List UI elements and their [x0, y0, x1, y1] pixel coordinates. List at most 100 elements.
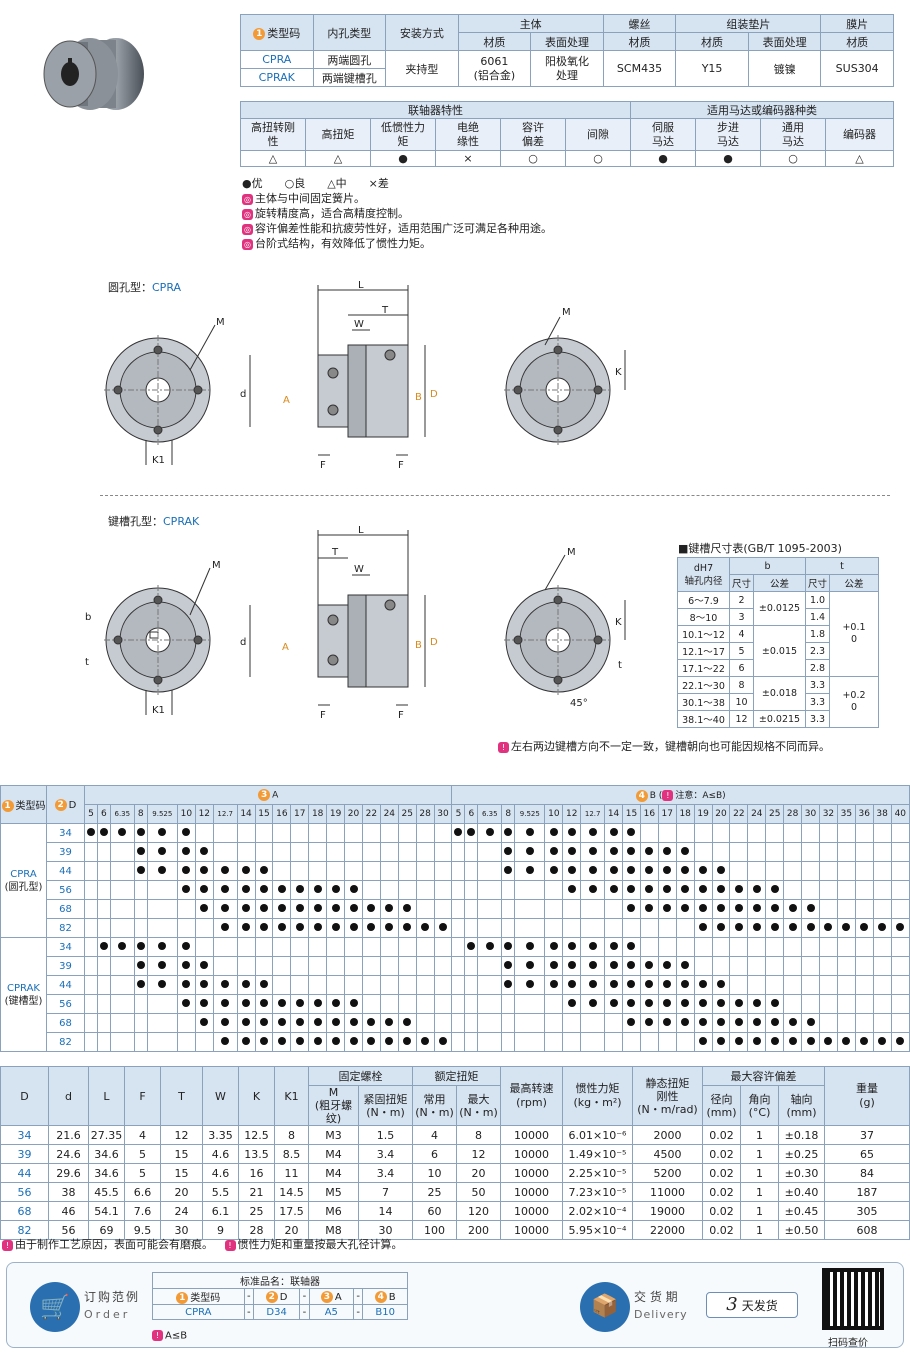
- b-cell: [783, 994, 803, 1014]
- svg-text:K1: K1: [152, 455, 165, 466]
- b-cell: [562, 975, 582, 995]
- b-cell: [854, 1013, 874, 1033]
- available-dot: [182, 941, 191, 950]
- b-cell: [562, 956, 582, 976]
- a-cell: [176, 975, 196, 995]
- a-cell: [308, 823, 328, 843]
- key-t: 3.3: [805, 693, 830, 711]
- available-dot: [349, 1017, 358, 1026]
- b-cell: [464, 842, 479, 862]
- a-cell: [344, 861, 363, 881]
- a-cell: [272, 1013, 292, 1033]
- note-icon: !: [498, 741, 509, 753]
- spec-cell: 8: [456, 1125, 501, 1145]
- b-cell: [562, 823, 582, 843]
- available-dot: [734, 922, 743, 931]
- round-type-title: 圆孔型：CPRA: [108, 281, 182, 294]
- a-cell: [326, 918, 346, 938]
- b-cell: [765, 823, 785, 843]
- spec-cell: M4: [308, 1144, 359, 1164]
- b-cell: [890, 1013, 910, 1033]
- key-b: 8: [729, 676, 754, 694]
- spec-cell: 54.1: [88, 1201, 125, 1221]
- b-cell: [801, 899, 820, 919]
- a-cell: [133, 975, 148, 995]
- a-cell: [194, 918, 214, 938]
- a-cell: [84, 880, 98, 900]
- available-dot: [770, 884, 779, 893]
- rating: ●: [370, 150, 436, 167]
- available-dot: [242, 998, 251, 1007]
- b-cell: [580, 880, 606, 900]
- b-cell: [818, 842, 838, 862]
- b-size: 17: [657, 804, 677, 824]
- char-group-title: 联轴器特性: [240, 101, 631, 119]
- available-dot: [806, 1017, 815, 1026]
- b-cell: [765, 975, 785, 995]
- svg-text:F: F: [320, 710, 326, 721]
- b-cell: [451, 994, 466, 1014]
- b-cell: [657, 880, 677, 900]
- b-cell: [765, 880, 785, 900]
- available-dot: [752, 922, 761, 931]
- available-dot: [367, 922, 376, 931]
- a-cell: [212, 861, 238, 881]
- b-size: 6.35: [477, 804, 503, 824]
- available-dot: [385, 903, 394, 912]
- b-cell: [818, 918, 838, 938]
- a-cell: [397, 1013, 417, 1033]
- b-cell: [657, 899, 677, 919]
- available-dot: [567, 941, 576, 950]
- available-dot: [567, 884, 576, 893]
- spec-cell: 34.6: [88, 1163, 125, 1183]
- available-dot: [158, 979, 167, 988]
- svg-text:M: M: [567, 547, 576, 558]
- b-cell: [801, 918, 820, 938]
- spec-cell: 8.5: [274, 1144, 309, 1164]
- spec-cell: 0.02: [702, 1220, 741, 1240]
- b-cell: [818, 975, 838, 995]
- a-cell: [176, 956, 196, 976]
- a-cell: [326, 956, 346, 976]
- key-table-title: ■键槽尺寸表(GB/T 1095-2003): [678, 542, 842, 555]
- available-dot: [788, 1036, 797, 1045]
- available-dot: [699, 865, 708, 874]
- qr-code[interactable]: [822, 1268, 884, 1330]
- order-label-en: Order: [84, 1308, 131, 1321]
- a-cell: [254, 842, 274, 862]
- shim-material: Y15: [675, 50, 749, 87]
- available-dot: [752, 1017, 761, 1026]
- order-sep: -: [299, 1288, 310, 1305]
- key-t: 2.3: [805, 642, 830, 660]
- spec-cell: 0.02: [702, 1201, 741, 1221]
- spec-cell: 14: [358, 1201, 413, 1221]
- b-cell: [477, 994, 503, 1014]
- th-sub: 紧固扭矩 (N・m): [358, 1085, 413, 1126]
- available-dot: [221, 903, 230, 912]
- b-cell: [580, 1013, 606, 1033]
- a-cell: [272, 880, 292, 900]
- a-cell: [290, 956, 310, 976]
- key-b-tol: ±0.018: [753, 676, 806, 711]
- spec-cell: 5: [124, 1144, 161, 1164]
- available-dot: [716, 865, 725, 874]
- b-cell: [675, 994, 695, 1014]
- b-cell: [872, 937, 892, 957]
- b-cell: [675, 842, 695, 862]
- available-dot: [349, 884, 358, 893]
- a-cell: [176, 880, 196, 900]
- b-cell: [765, 1013, 785, 1033]
- a-cell: [212, 899, 238, 919]
- char-item: 容许 偏差: [500, 118, 566, 151]
- spec-cell: 17.5: [274, 1201, 309, 1221]
- section-divider: [100, 495, 890, 496]
- available-dot: [567, 846, 576, 855]
- a-cell: [290, 899, 310, 919]
- available-dot: [242, 865, 251, 874]
- b-cell: [890, 918, 910, 938]
- b-cell: [675, 823, 695, 843]
- available-dot: [609, 827, 618, 836]
- available-dot: [806, 922, 815, 931]
- spec-cell: 16: [238, 1163, 275, 1183]
- b-cell: [854, 899, 874, 919]
